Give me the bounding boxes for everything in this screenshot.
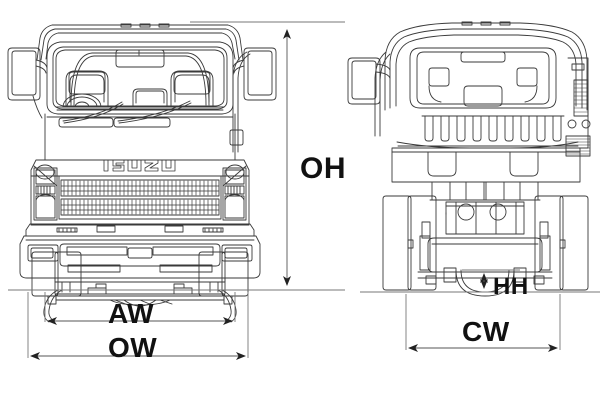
dimension-label-ow: OW: [108, 332, 158, 363]
aw-dimension: [44, 292, 236, 325]
front-wheels: [31, 251, 249, 297]
front-view-truck: [7, 23, 277, 323]
dimension-label-hh: HH: [493, 273, 529, 300]
rear-cab-slats: [421, 115, 565, 142]
rear-view-truck: [347, 21, 591, 297]
isuzu-badge: [103, 159, 176, 172]
dimension-label-oh: OH: [300, 152, 346, 185]
hh-dimension: [462, 269, 520, 289]
dimension-label-aw: AW: [108, 298, 155, 329]
dimension-label-cw: CW: [462, 316, 510, 347]
ow-dimension: [27, 292, 249, 360]
rear-wheels: [382, 195, 589, 291]
cw-dimension: [405, 294, 561, 352]
